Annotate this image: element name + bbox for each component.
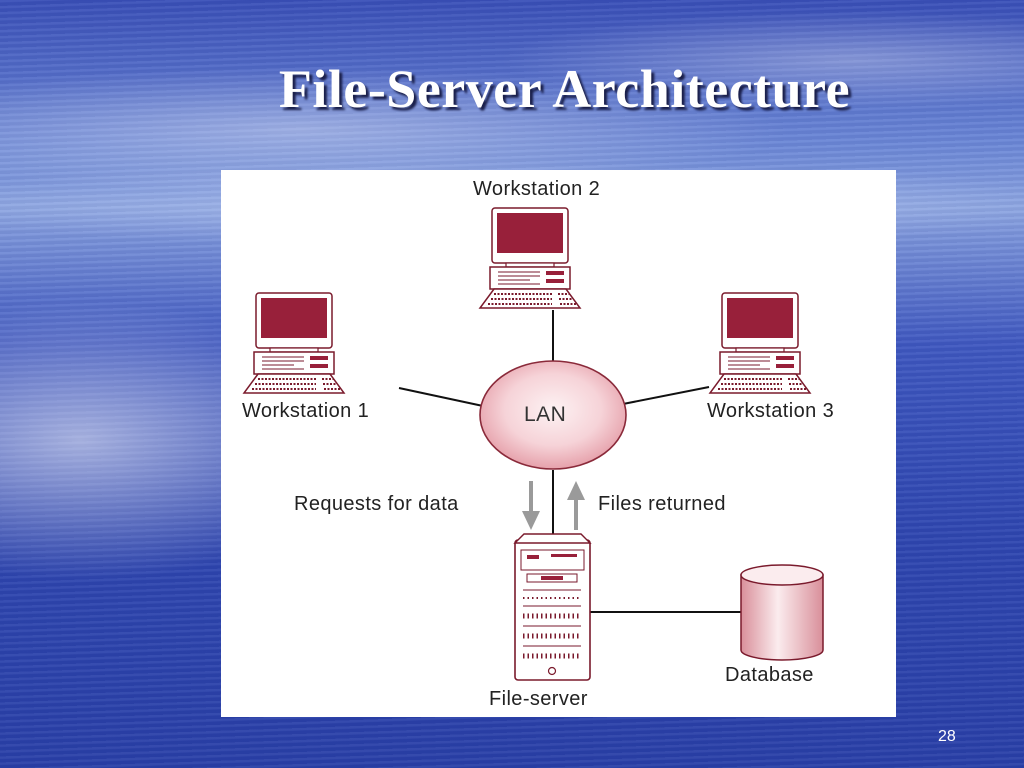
database-label: Database — [725, 664, 814, 686]
link-ws3-lan — [622, 386, 710, 405]
database-icon — [740, 564, 824, 661]
request-arrow-icon — [522, 481, 540, 530]
workstation-2-icon — [479, 207, 581, 309]
diagram-canvas — [243, 207, 824, 681]
workstation-2-label: Workstation 2 — [473, 178, 601, 200]
file-server-label: File-server — [489, 688, 588, 710]
response-arrow-icon — [567, 481, 585, 530]
slide-title: File-Server Architecture — [278, 59, 851, 119]
lan-label: LAN — [524, 403, 567, 426]
workstation-1-label: Workstation 1 — [242, 400, 370, 422]
request-label: Requests for data — [294, 493, 459, 515]
architecture-diagram: Workstation 2 Workstation 1 Workstation … — [221, 170, 896, 717]
link-ws1-lan — [398, 387, 484, 407]
workstation-3-label: Workstation 3 — [707, 400, 835, 422]
workstation-3-icon — [709, 292, 811, 394]
file-server-icon — [513, 533, 592, 681]
page-number: 28 — [938, 728, 956, 745]
workstation-1-icon — [243, 292, 345, 394]
lan-ellipse — [479, 360, 627, 470]
response-label: Files returned — [598, 493, 726, 515]
